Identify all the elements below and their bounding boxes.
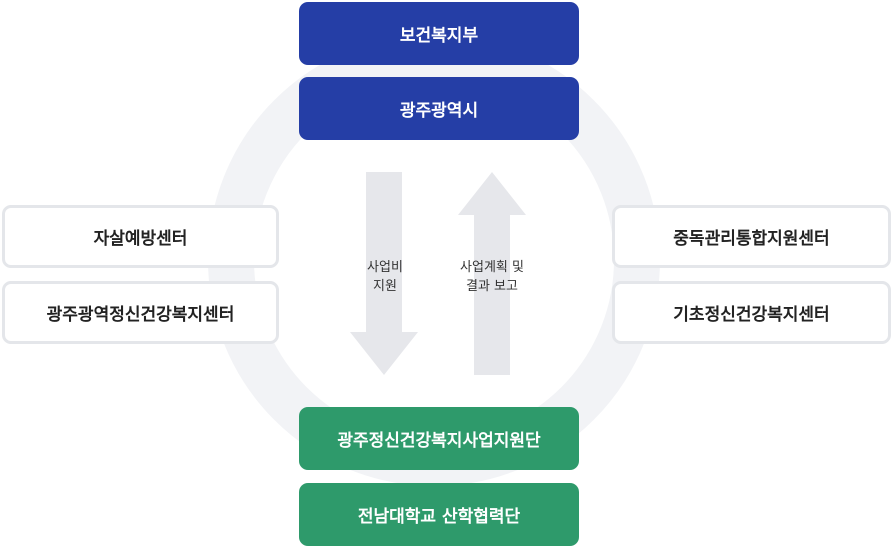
basic-mental-health-box: 기초정신건강복지센터: [612, 281, 891, 344]
metro-mental-health-box: 광주광역정신건강복지센터: [2, 281, 279, 344]
city-box: 광주광역시: [299, 77, 579, 140]
addiction-center-box: 중독관리통합지원센터: [612, 205, 891, 268]
university-box: 전남대학교 산학협력단: [299, 483, 579, 546]
up-arrow-label: 사업계획 및 결과 보고: [460, 260, 524, 294]
support-group-box: 광주정신건강복지사업지원단: [299, 407, 579, 470]
down-arrow: [350, 172, 418, 375]
up-arrow: [458, 172, 526, 375]
down-arrow-label: 사업비 지원: [367, 260, 403, 294]
suicide-prevention-box: 자살예방센터: [2, 205, 279, 268]
ministry-box: 보건복지부: [299, 2, 579, 65]
